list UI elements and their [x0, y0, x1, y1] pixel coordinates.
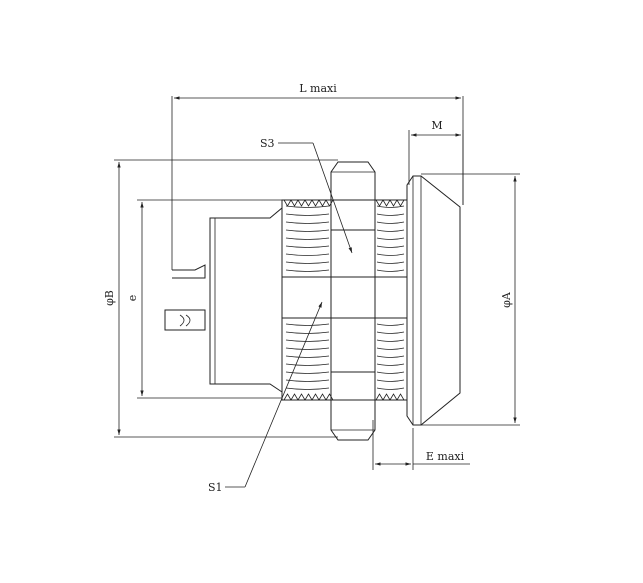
label-e: e: [126, 295, 139, 302]
dimension-phi-a: φA: [421, 173, 520, 426]
hex-nut: [330, 161, 376, 441]
leader-s1: S1: [208, 301, 323, 494]
dimension-phi-b: φB: [103, 159, 338, 438]
dimension-e-maxi: E maxi: [372, 420, 470, 470]
connector-body: [164, 206, 283, 393]
label-l-maxi: L maxi: [299, 82, 337, 95]
leader-s3: S3: [260, 137, 353, 254]
label-s1: S1: [208, 481, 223, 494]
label-phi-b: φB: [103, 290, 116, 306]
thread-profile: [283, 199, 405, 401]
dimension-e: e: [126, 199, 282, 399]
label-e-maxi: E maxi: [426, 450, 465, 463]
label-s3: S3: [260, 137, 275, 150]
dimension-m: M: [408, 119, 464, 205]
label-phi-a: φA: [500, 291, 513, 308]
label-m: M: [431, 119, 442, 132]
front-flange: [406, 175, 461, 426]
